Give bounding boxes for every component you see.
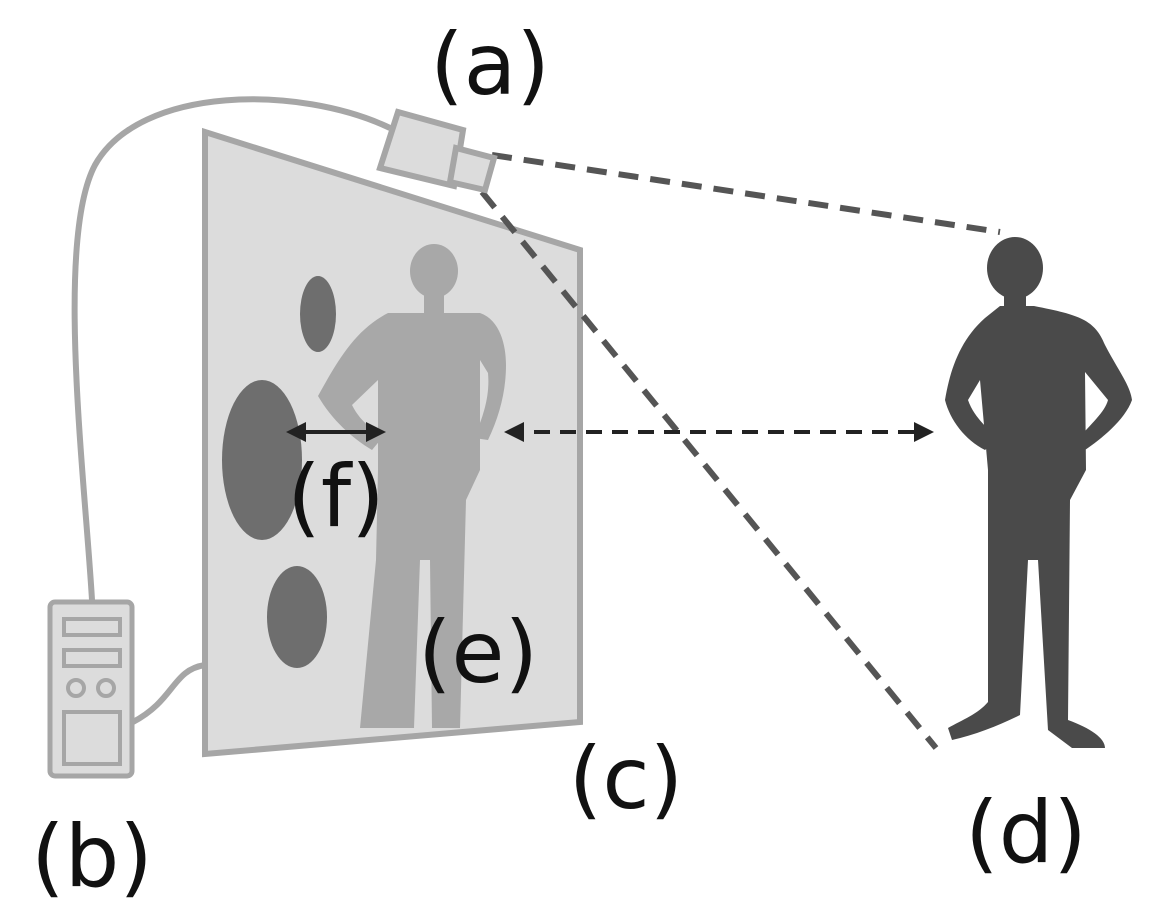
- screen-blob-middle: [222, 380, 302, 540]
- view-line-top: [491, 152, 1001, 235]
- view-line-bottom: [479, 190, 939, 750]
- camera-icon: [376, 108, 498, 194]
- screen-blob-top: [300, 276, 336, 352]
- screen-blob-bottom: [267, 566, 327, 668]
- label-a: (a): [430, 15, 550, 115]
- label-c: (c): [569, 729, 683, 829]
- camera-cable: [71, 96, 392, 601]
- label-d: (d): [965, 783, 1087, 883]
- label-f: (f): [287, 447, 384, 547]
- label-e: (e): [418, 603, 538, 703]
- reflection-silhouette: [318, 244, 506, 728]
- label-b: (b): [31, 807, 153, 907]
- display-cable: [131, 662, 206, 725]
- computer-icon: [47, 599, 135, 779]
- person-silhouette: [945, 237, 1132, 748]
